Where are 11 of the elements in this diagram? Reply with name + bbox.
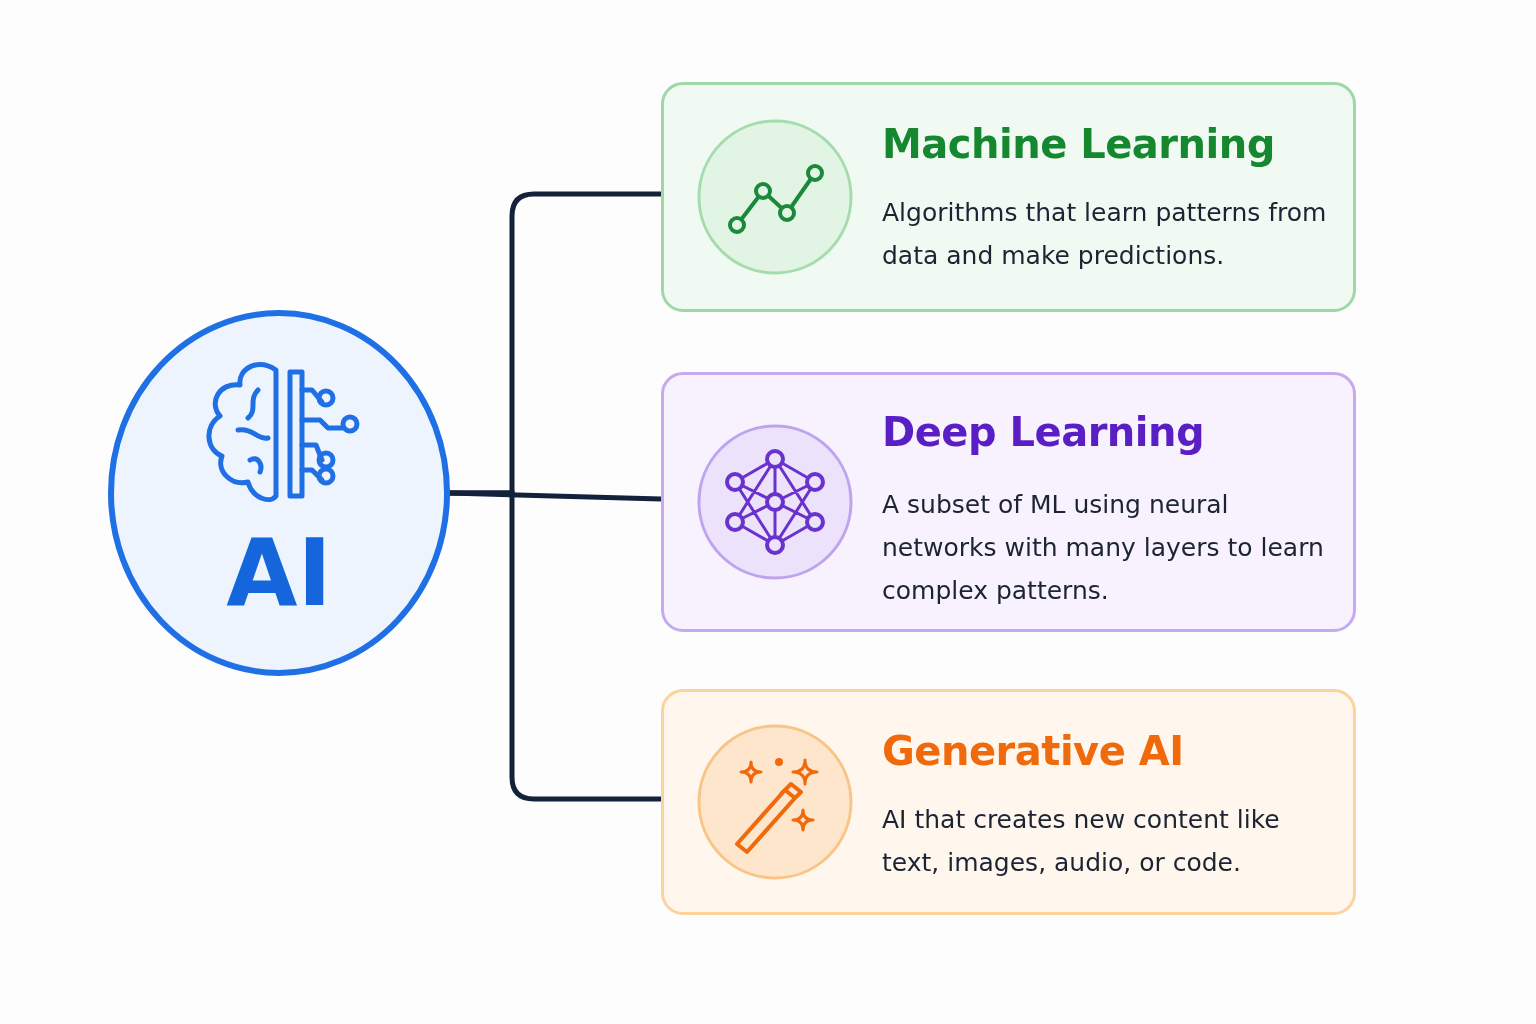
card-title: Generative AI (882, 728, 1184, 774)
category-card (661, 372, 1356, 632)
card-description: A subset of ML using neural networks with many layers to learn complex patterns. (882, 489, 1325, 607)
card-title: Machine Learning (882, 121, 1275, 167)
card-title: Deep Learning (882, 409, 1205, 455)
ai-circle (108, 310, 450, 676)
card-description: AI that creates new content like text, images, audio, or code. (882, 804, 1281, 879)
category-card (661, 689, 1356, 915)
node-label: AI (225, 520, 333, 627)
card-description: Algorithms that learn patterns from data and make predictions. (882, 197, 1328, 272)
category-card (661, 82, 1356, 312)
